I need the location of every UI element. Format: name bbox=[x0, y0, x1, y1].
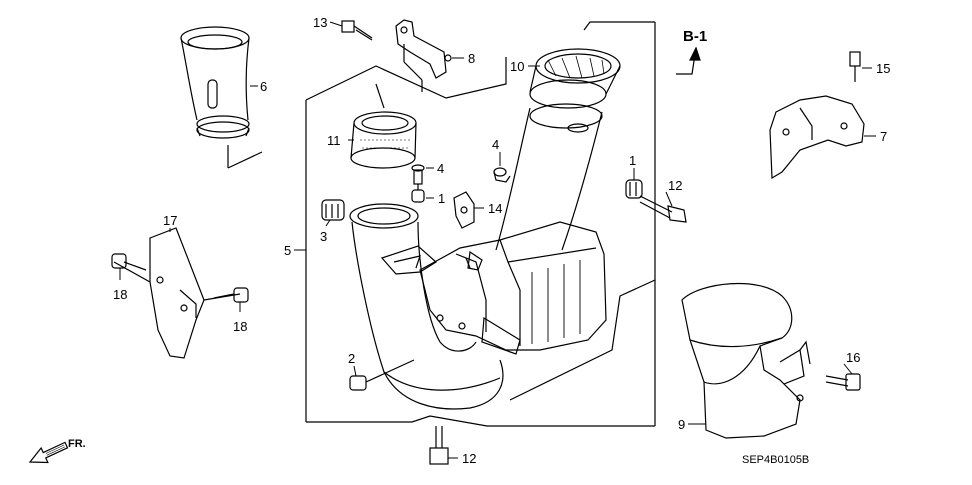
callout-10: 10 bbox=[510, 59, 525, 74]
callout-18-left: 18 bbox=[113, 287, 128, 302]
callout-6: 6 bbox=[260, 79, 268, 94]
callout-13: 13 bbox=[313, 15, 328, 30]
callout-12-bottom: 12 bbox=[462, 451, 477, 466]
callout-9: 9 bbox=[678, 417, 686, 432]
bracket-part-8 bbox=[395, 19, 452, 92]
callout-1-center: 1 bbox=[438, 191, 446, 206]
bolt-part-13 bbox=[341, 20, 373, 41]
grommet-part-3 bbox=[321, 199, 345, 221]
callout-11: 11 bbox=[327, 133, 341, 148]
callout-18-right: 18 bbox=[233, 319, 248, 334]
reference-arrow bbox=[676, 46, 701, 75]
sealing-ring-part-11 bbox=[350, 83, 417, 169]
front-direction-label: FR. bbox=[68, 438, 86, 450]
bolt-part-12-right bbox=[639, 195, 687, 223]
air-tube-part bbox=[180, 26, 263, 169]
bolt-part-16 bbox=[825, 373, 861, 391]
resonator-chamber bbox=[380, 221, 607, 355]
callout-1-right: 1 bbox=[629, 153, 637, 168]
assembly-outline bbox=[305, 21, 656, 427]
bolt-part-12-bottom bbox=[429, 426, 449, 465]
lower-duct-part-5 bbox=[349, 203, 504, 410]
callout-3: 3 bbox=[320, 229, 328, 244]
callout-12-right: 12 bbox=[668, 178, 683, 193]
callout-7: 7 bbox=[880, 129, 888, 144]
callout-16: 16 bbox=[846, 350, 861, 365]
callout-5: 5 bbox=[284, 243, 292, 258]
cover-part-9 bbox=[681, 282, 811, 439]
bolt-part-15 bbox=[849, 51, 861, 82]
inlet-ring-part-10 bbox=[529, 48, 621, 109]
bolt-part-18-right bbox=[213, 287, 249, 303]
clip-part-1-center bbox=[411, 184, 425, 203]
clip-part-4-right bbox=[493, 167, 511, 183]
drawing-code: SEP4B0105B bbox=[742, 454, 810, 466]
bolt-part-18-left bbox=[111, 253, 147, 271]
callout-4-center: 4 bbox=[437, 161, 445, 176]
leader-lines bbox=[119, 21, 876, 459]
clip-part-4-center bbox=[411, 164, 425, 185]
nut-part-2 bbox=[349, 359, 415, 391]
section-reference: B-1 bbox=[683, 28, 708, 45]
callout-2: 2 bbox=[348, 351, 356, 366]
grommet-part-1-right bbox=[625, 179, 643, 199]
front-direction-arrow-icon bbox=[28, 441, 69, 464]
inlet-duct bbox=[495, 103, 603, 251]
callout-4-right: 4 bbox=[492, 137, 500, 152]
bracket-part-7 bbox=[769, 95, 865, 180]
callout-14: 14 bbox=[488, 201, 503, 216]
bracket-part-14 bbox=[453, 191, 475, 229]
callout-15: 15 bbox=[876, 61, 891, 76]
callout-17: 17 bbox=[163, 213, 178, 228]
bracket-part-17 bbox=[113, 227, 241, 359]
callout-8: 8 bbox=[468, 51, 476, 66]
